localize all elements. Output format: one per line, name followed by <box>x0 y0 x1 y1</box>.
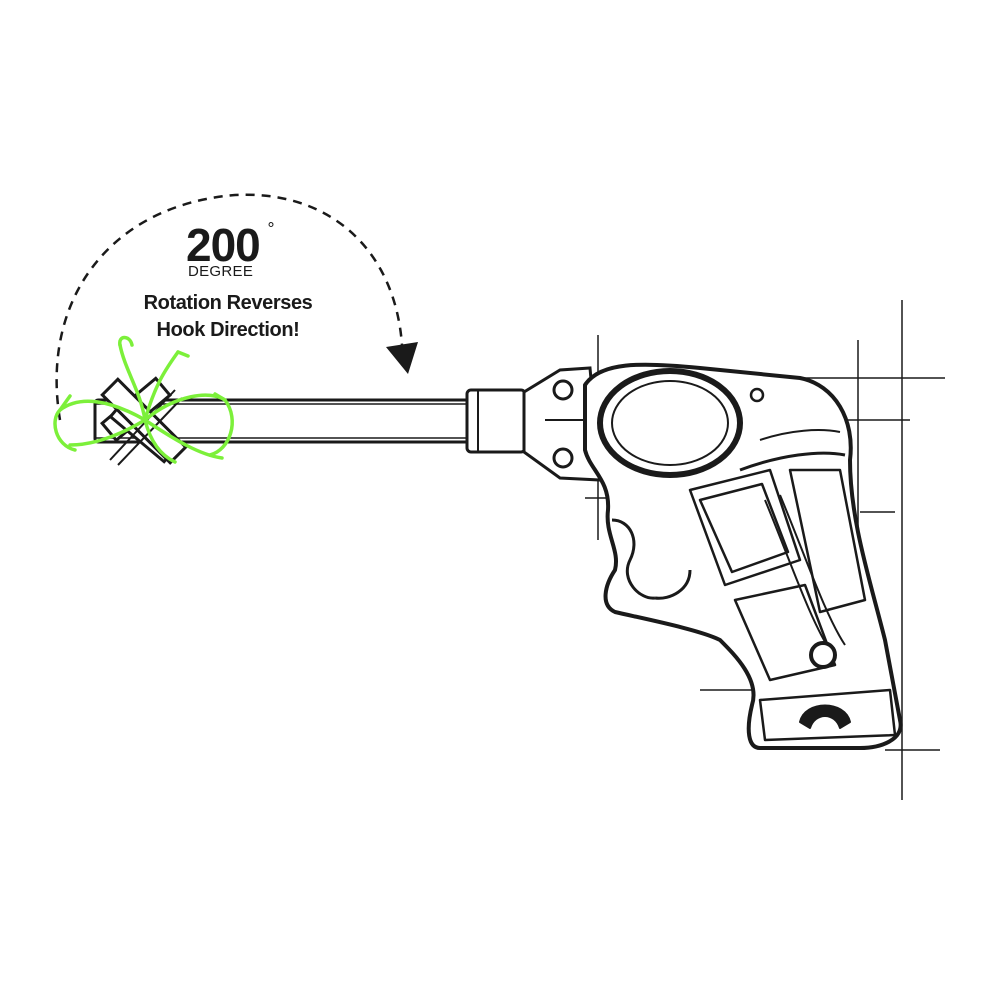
hook-bundle <box>53 335 234 466</box>
rotation-caption: Rotation Reverses Hook Direction! <box>118 290 338 344</box>
bolt-icon <box>552 447 574 469</box>
collar <box>465 388 527 454</box>
lanyard-pin-icon <box>809 641 837 669</box>
base-clip-icon <box>799 704 851 729</box>
angle-value: 200 <box>186 219 261 271</box>
arc-arrowhead-icon <box>386 342 418 374</box>
angle-unit: DEGREE <box>188 263 254 280</box>
caption-line-1: Rotation Reverses <box>143 292 313 314</box>
rotation-arc <box>55 193 418 421</box>
caption-line-2: Hook Direction! <box>156 319 300 341</box>
pistol-grip <box>583 362 903 750</box>
rotating-hooks-icon <box>53 335 234 464</box>
degree-symbol: ° <box>267 219 275 238</box>
bolt-icon <box>552 379 574 401</box>
